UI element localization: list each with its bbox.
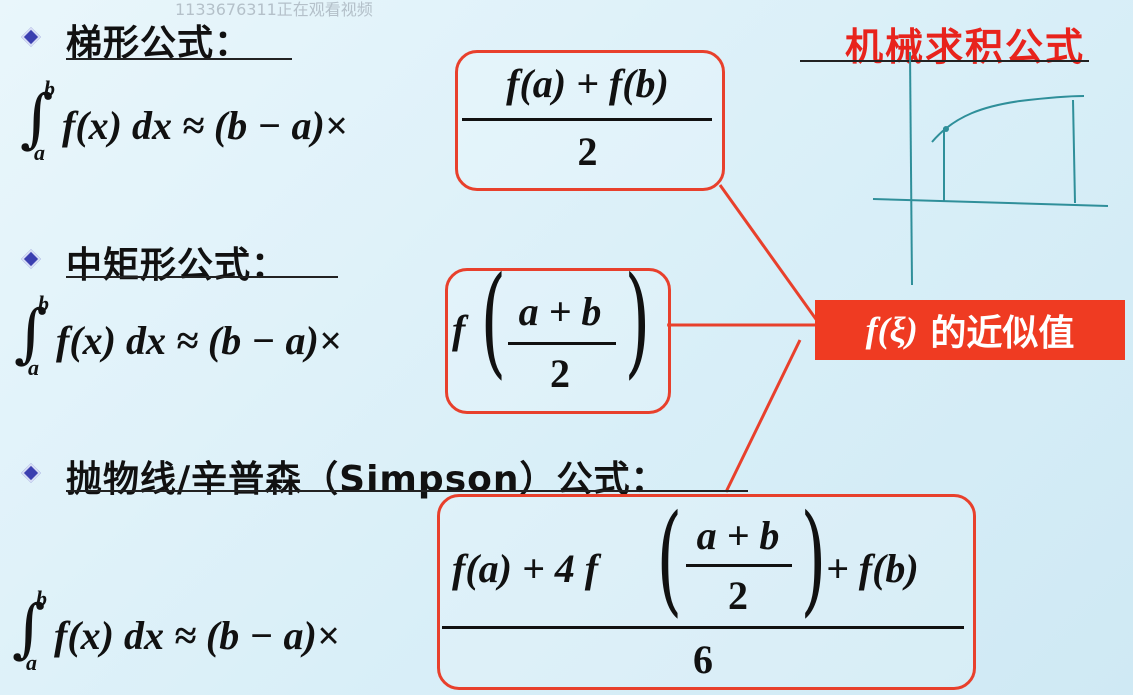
sketch-x-axis	[872, 198, 1109, 207]
sketch-curve	[931, 95, 1085, 143]
right-paren: )	[800, 490, 827, 629]
fraction-bar	[686, 564, 792, 567]
heading-trapezoid: 梯形公式：	[66, 23, 252, 64]
simpson-fraction-bar	[442, 626, 964, 629]
simpson-inner-denominator: 2	[728, 573, 748, 618]
fraction-bar	[508, 342, 616, 345]
title-underline	[800, 60, 1089, 62]
simpson-numerator-left: f(a) + 4 f	[452, 546, 599, 591]
formula-trapezoid-lhs: ∫ b a f(x) dx ≈ (b − a)×	[20, 76, 348, 165]
midpoint-f: f	[452, 307, 466, 352]
approximation-label: f(ξ) 的近似值	[815, 300, 1125, 360]
heading-underline	[66, 276, 338, 278]
sketch-y-axis	[909, 51, 913, 286]
approximation-label-text: 的近似值	[930, 313, 1075, 354]
fraction-bar	[462, 118, 712, 121]
heading-underline	[66, 58, 292, 60]
trapezoid-numerator: f(a) + f(b)	[506, 61, 669, 106]
simpson-denominator: 6	[693, 637, 713, 682]
formula-simpson-lhs: ∫ b a f(x) dx ≈ (b − a)×	[12, 586, 340, 675]
midpoint-numerator: a + b	[518, 289, 602, 334]
f-xi-symbol: f(ξ)	[865, 310, 918, 350]
heading-midpoint: 中矩形公式：	[66, 245, 289, 286]
simpson-box	[437, 494, 976, 690]
integral-sign: ∫ b a	[12, 586, 47, 675]
formula-lhs-text: f(x) dx ≈ (b − a)×	[56, 317, 342, 363]
right-paren: )	[624, 252, 651, 391]
connector-simpson	[724, 339, 802, 493]
left-paren: (	[656, 490, 683, 629]
formula-lhs-text: f(x) dx ≈ (b − a)×	[62, 102, 348, 148]
sketch-right-bound	[1072, 99, 1076, 204]
trapezoid-denominator: 2	[577, 129, 598, 174]
integral-sign: ∫ b a	[14, 291, 49, 380]
left-paren: (	[480, 252, 507, 391]
sketch-point	[943, 126, 949, 132]
simpson-inner-numerator: a + b	[696, 513, 780, 558]
heading-underline	[66, 490, 748, 492]
simpson-numerator-right: + f(b)	[826, 546, 919, 591]
formula-midpoint-lhs: ∫ b a f(x) dx ≈ (b − a)×	[14, 291, 342, 380]
midpoint-box	[445, 268, 671, 414]
heading-simpson: 抛物线/辛普森（Simpson）公式：	[66, 459, 668, 500]
viewer-watermark: 1133676311正在观看视频	[175, 0, 373, 19]
formula-lhs-text: f(x) dx ≈ (b − a)×	[54, 612, 340, 658]
connector-trapezoid	[718, 184, 820, 323]
integral-sign: ∫ b a	[20, 76, 55, 165]
midpoint-denominator: 2	[550, 351, 570, 396]
